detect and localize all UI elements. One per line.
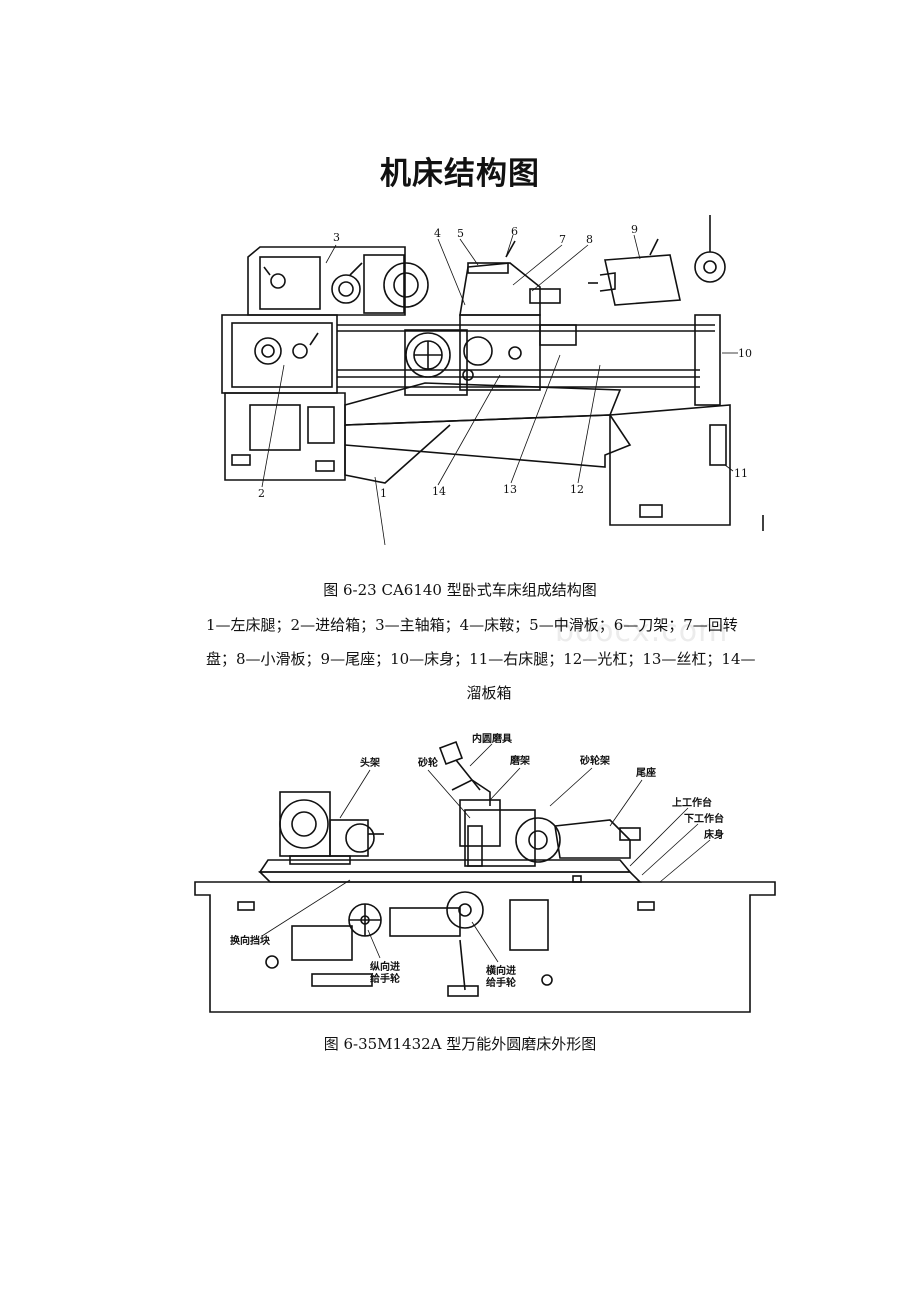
label-cross-handwheel: 给手轮 xyxy=(486,976,516,989)
callout-label: 1 xyxy=(380,487,387,500)
legend-line: 溜板箱 xyxy=(466,684,512,702)
label-lower-table: 下工作台 xyxy=(684,812,724,825)
label-bed: 床身 xyxy=(704,828,724,841)
callout-label: 14 xyxy=(432,485,446,498)
callout-label: 13 xyxy=(503,483,517,496)
label-grinding-frame: 磨架 xyxy=(509,754,530,767)
legend-line: 1—左床腿；2—进给箱；3—主轴箱；4—床鞍；5—中滑板；6—刀架；7—回转 xyxy=(206,616,738,634)
callout-label: 4 xyxy=(434,227,441,240)
callout-label: 10 xyxy=(738,347,752,360)
label-cross-handwheel: 横向进 xyxy=(486,964,516,977)
callout-label: 8 xyxy=(586,233,593,246)
label-longitudinal-handwheel: 纵向进 xyxy=(370,960,400,973)
grinder-diagram: 头架 砂轮 内圆磨具 磨架 砂轮架 尾座 上工作台 下工作台 床身 换向挡块 纵… xyxy=(194,732,776,1013)
callout-label: 12 xyxy=(570,483,584,496)
callout-label: 7 xyxy=(559,233,566,246)
lathe-diagram: 1 2 3 4 5 6 7 8 9 10 11 12 13 14 xyxy=(221,215,764,545)
callout-label: 11 xyxy=(734,467,748,480)
callout-label: 5 xyxy=(457,227,464,240)
label-tailstock: 尾座 xyxy=(636,766,656,779)
figure1-legend: 1—左床腿；2—进给箱；3—主轴箱；4—床鞍；5—中滑板；6—刀架；7—回转 盘… xyxy=(206,608,772,710)
callout-label: 6 xyxy=(511,225,518,238)
label-head-frame: 头架 xyxy=(360,756,380,769)
label-reversing-block: 换向挡块 xyxy=(230,934,271,947)
legend-line: 盘；8—小滑板；9—尾座；10—床身；11—右床腿；12—光杠；13—丝杠；14… xyxy=(206,650,756,668)
callout-label: 2 xyxy=(258,487,265,500)
label-upper-table: 上工作台 xyxy=(672,796,712,809)
figure1-caption: 图 6-23 CA6140 型卧式车床组成结构图 xyxy=(323,581,597,599)
label-internal-grinder: 内圆磨具 xyxy=(472,732,512,745)
callout-label: 9 xyxy=(631,223,638,236)
label-wheel-frame: 砂轮架 xyxy=(579,754,610,767)
callout-label: 3 xyxy=(333,231,340,244)
page-title: 机床结构图 xyxy=(380,156,540,192)
label-grinding-wheel: 砂轮 xyxy=(417,756,438,769)
label-longitudinal-handwheel: 给手轮 xyxy=(370,972,400,985)
figure2-caption: 图 6-35M1432A 型万能外圆磨床外形图 xyxy=(323,1035,597,1053)
